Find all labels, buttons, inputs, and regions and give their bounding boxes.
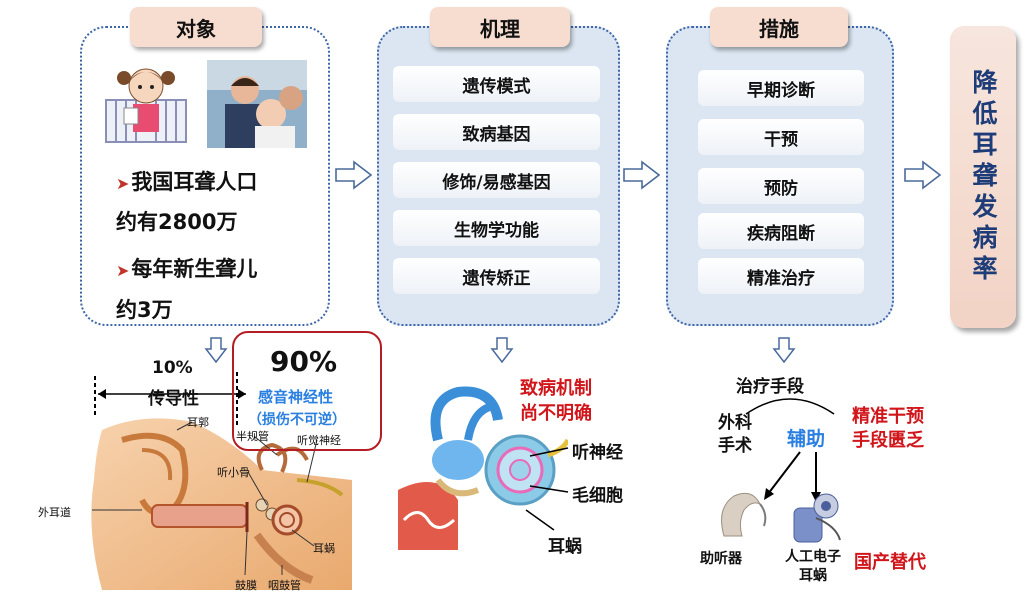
mechanism-note-2: 尚不明确	[520, 403, 592, 424]
arrow-right-icon	[623, 160, 661, 190]
measure-item: 疾病阻断	[698, 213, 864, 249]
mechanism-note-1: 致病机制	[520, 378, 592, 399]
treatment-note-2: 手段匮乏	[852, 430, 924, 451]
tab-subject: 对象	[130, 7, 262, 47]
subject-line-1: ➤我国耳聋人口	[116, 170, 258, 194]
label-ear-canal: 外耳道	[38, 506, 71, 519]
label-nerve: 听神经	[572, 443, 623, 463]
cochlear-implant-illustration	[793, 493, 841, 543]
baby-crib-illustration	[105, 68, 187, 143]
assist-label: 辅助	[787, 428, 826, 450]
surgery-label: 外科 手术	[718, 413, 752, 456]
treatment-bracket	[745, 398, 835, 415]
conductive-range-marker	[94, 376, 246, 416]
pct-sensorineural: 90%	[270, 345, 338, 378]
measure-item: 早期诊断	[698, 70, 864, 106]
mechanism-item: 遗传模式	[393, 66, 600, 102]
subject-line-3: ➤每年新生聋儿	[116, 257, 258, 281]
goal-box: 降低耳聋发病率	[950, 26, 1016, 328]
measure-item: 预防	[698, 168, 864, 204]
treatment-title: 治疗手段	[736, 377, 804, 397]
measure-item: 干预	[698, 119, 864, 155]
label-inner-cochlea: 耳蜗	[548, 537, 582, 557]
mechanism-item: 修饰/易感基因	[393, 162, 600, 198]
mechanism-item: 生物学功能	[393, 210, 600, 246]
arrow-down-icon	[204, 337, 228, 364]
label-aud-nerve: 听觉神经	[297, 434, 341, 447]
ear-anatomy-illustration	[91, 418, 352, 590]
mechanism-item: 遗传矫正	[393, 258, 600, 294]
implant-label: 人工电子 耳蜗	[785, 549, 841, 584]
label-hair-cell: 毛细胞	[572, 486, 623, 506]
label-cochlea: 耳蜗	[313, 542, 335, 555]
label-ossicles: 听小骨	[217, 466, 250, 479]
pct-conductive: 10%	[152, 358, 193, 378]
measure-item: 精准治疗	[698, 258, 864, 294]
conductive-label: 传导性	[148, 389, 199, 409]
arrow-right-icon	[335, 160, 373, 190]
arrow-down-icon	[490, 337, 514, 364]
sensorineural-range-tick	[236, 372, 238, 428]
domestic-label: 国产替代	[854, 552, 926, 573]
arrow-right-icon	[904, 160, 942, 190]
subject-line-4: 约3万	[116, 298, 173, 322]
irreversible-label: （损伤不可逆）	[248, 412, 346, 428]
assist-branch-arrows	[764, 451, 821, 502]
sensorineural-box	[232, 331, 382, 451]
hearing-aid-label: 助听器	[700, 551, 742, 567]
inner-ear-illustration	[398, 386, 568, 550]
tab-mechanism: 机理	[430, 7, 570, 47]
label-auricle: 耳郭	[187, 416, 209, 429]
sensorineural-label: 感音神经性	[258, 388, 334, 406]
tab-measures: 措施	[710, 7, 848, 47]
treatment-note-1: 精准干预	[852, 406, 924, 427]
label-eardrum: 鼓膜	[235, 579, 257, 592]
hearing-aid-illustration	[721, 492, 767, 537]
mechanism-label-leaders	[525, 447, 569, 531]
arrow-down-icon	[772, 337, 796, 364]
label-eustachian: 咽鼓管	[268, 579, 301, 592]
parent-baby-photo	[207, 60, 307, 148]
mechanism-item: 致病基因	[393, 114, 600, 150]
subject-line-2: 约有2800万	[116, 210, 238, 234]
